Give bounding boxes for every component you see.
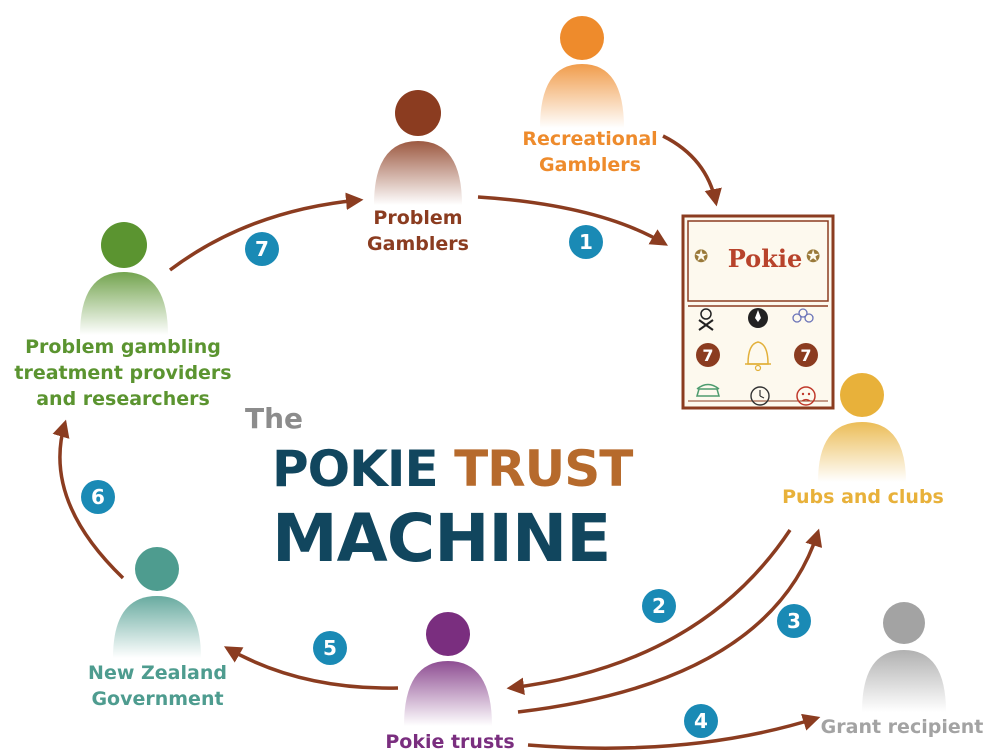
clover-icon (792, 308, 814, 323)
step-badge-5: 5 (313, 631, 347, 665)
problem-gambler-icon (374, 90, 462, 205)
treatment-provider-icon (80, 222, 168, 335)
step-badge-4: 4 (684, 704, 718, 738)
arrow-trusts-to-grant (527, 713, 821, 750)
step-badge-6: 6 (81, 480, 115, 514)
svg-text:2: 2 (652, 594, 666, 618)
skull-icon (698, 308, 714, 331)
pubs-clubs-label: Pubs and clubs (782, 486, 944, 508)
svg-text:5: 5 (323, 636, 337, 660)
grant-recipient-label: Grant recipient (820, 716, 984, 738)
pokie-trusts-label: Pokie trusts (385, 731, 515, 753)
arrow-government-to-treatment (52, 419, 125, 580)
pokie-star-left-icon: ✪ (694, 247, 709, 266)
clock-icon (750, 386, 770, 406)
arrow-pubs-to-trusts (506, 529, 792, 695)
seven-icon: 7 (696, 343, 720, 367)
telephone-icon (696, 383, 720, 397)
recreational-gambler-icon (540, 16, 624, 128)
title-the: The (245, 402, 304, 435)
arrow-recreational-to-pokie (662, 134, 722, 207)
title-line-2: POKIE TRUST (272, 440, 633, 498)
svg-text:7: 7 (800, 346, 811, 365)
seven-icon: 7 (794, 343, 818, 367)
arrow-trusts-to-pubs (517, 528, 823, 714)
step-badges: 1 2 3 4 5 6 7 (81, 225, 811, 738)
pokie-machine: 7 7 (681, 214, 835, 410)
arrow-problem-to-pokie (477, 195, 669, 246)
pokie-trust-icon (404, 612, 492, 726)
flow-arrows (52, 134, 823, 750)
step-badge-3: 3 (777, 604, 811, 638)
arrow-trusts-to-government (223, 646, 399, 690)
step-badge-7: 7 (245, 232, 279, 266)
step-badge-2: 2 (642, 589, 676, 623)
pokie-star-right-icon: ✪ (806, 247, 821, 266)
svg-text:6: 6 (91, 485, 105, 509)
title-pokie: POKIE (272, 440, 439, 498)
svg-text:3: 3 (787, 609, 801, 633)
svg-text:7: 7 (255, 237, 269, 261)
arrow-treatment-to-problem (168, 192, 364, 272)
grant-recipient-icon (862, 602, 946, 712)
svg-text:4: 4 (694, 709, 708, 733)
government-icon (113, 547, 201, 658)
pokie-machine-label: Pokie (727, 244, 803, 273)
title-machine: MACHINE (272, 500, 611, 577)
pubs-clubs-icon (818, 373, 906, 482)
title-trust: TRUST (454, 440, 633, 498)
sad-face-icon (796, 386, 816, 406)
step-badge-1: 1 (569, 225, 603, 259)
svg-text:1: 1 (579, 230, 593, 254)
bell-icon (745, 341, 771, 372)
svg-text:7: 7 (702, 346, 713, 365)
flower-icon (748, 308, 768, 328)
